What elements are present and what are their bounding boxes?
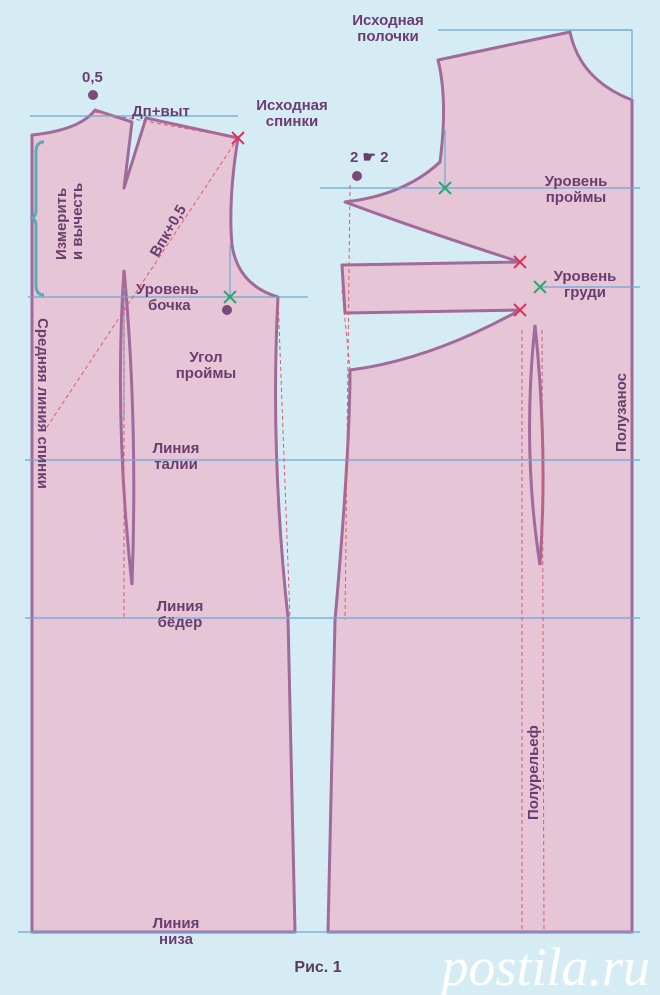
back-piece bbox=[30, 108, 297, 934]
figure-caption: Рис. 1 bbox=[294, 959, 341, 976]
half-relief-label: Полурельеф bbox=[525, 725, 542, 820]
shoulder-label: Дп+выт bbox=[132, 103, 190, 120]
front-dart bbox=[528, 324, 545, 566]
center-back-label: Средняя линия спинки bbox=[34, 318, 51, 489]
red-markers bbox=[231, 131, 527, 317]
measure-bracket bbox=[29, 140, 45, 297]
guide-lines bbox=[18, 29, 640, 933]
two-two-label: 2 ☛ 2 bbox=[350, 149, 388, 166]
half-wrap-label: Полузанос bbox=[613, 373, 630, 452]
pointer-icon bbox=[88, 90, 362, 315]
half-five-label: 0,5 bbox=[82, 69, 103, 86]
green-markers bbox=[223, 181, 547, 304]
front-piece bbox=[326, 30, 634, 934]
measure-label: Измеритьи вычесть bbox=[53, 183, 86, 260]
watermark: postila.ru bbox=[437, 937, 650, 995]
dashed-lines bbox=[44, 111, 545, 933]
